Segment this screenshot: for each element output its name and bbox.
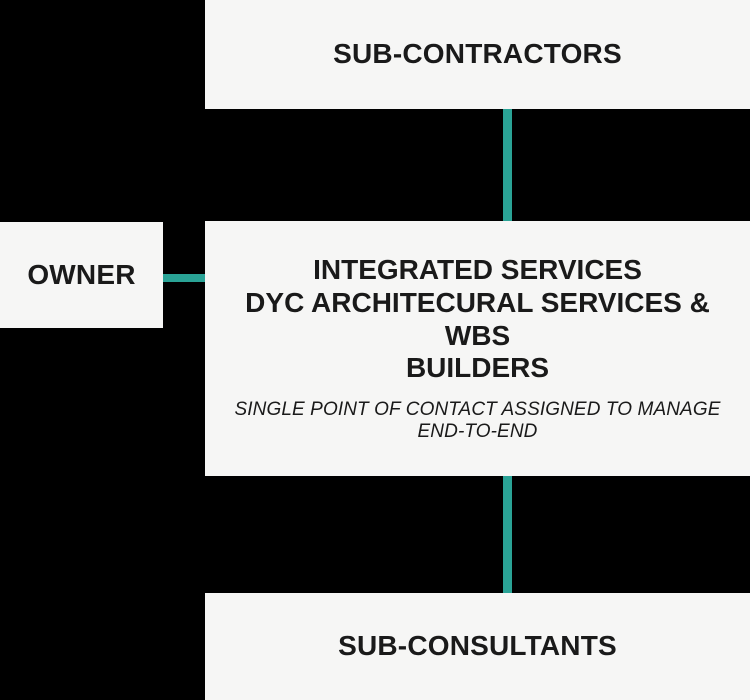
node-sub-contractors: SUB-CONTRACTORS xyxy=(205,0,750,109)
node-owner: OWNER xyxy=(0,222,163,328)
node-integrated-services: INTEGRATED SERVICES DYC ARCHITECURAL SER… xyxy=(205,221,750,476)
node-integrated-services-title-line-2: DYC ARCHITECURAL SERVICES & WBS xyxy=(245,286,710,351)
node-sub-consultants: SUB-CONSULTANTS xyxy=(205,593,750,700)
connector-owner-to-integrated xyxy=(163,274,205,282)
node-owner-label: OWNER xyxy=(27,258,136,290)
node-sub-contractors-label: SUB-CONTRACTORS xyxy=(333,38,622,70)
connector-subcontractors-to-integrated xyxy=(503,109,512,221)
node-sub-consultants-label: SUB-CONSULTANTS xyxy=(338,630,617,662)
node-integrated-services-title-line-1: INTEGRATED SERVICES xyxy=(313,254,642,285)
node-integrated-services-title: INTEGRATED SERVICES DYC ARCHITECURAL SER… xyxy=(215,254,740,385)
node-integrated-services-title-line-3: BUILDERS xyxy=(405,352,550,384)
connector-integrated-to-subconsultants xyxy=(503,476,512,593)
node-integrated-services-subtitle: SINGLE POINT OF CONTACT ASSIGNED TO MANA… xyxy=(234,399,721,442)
